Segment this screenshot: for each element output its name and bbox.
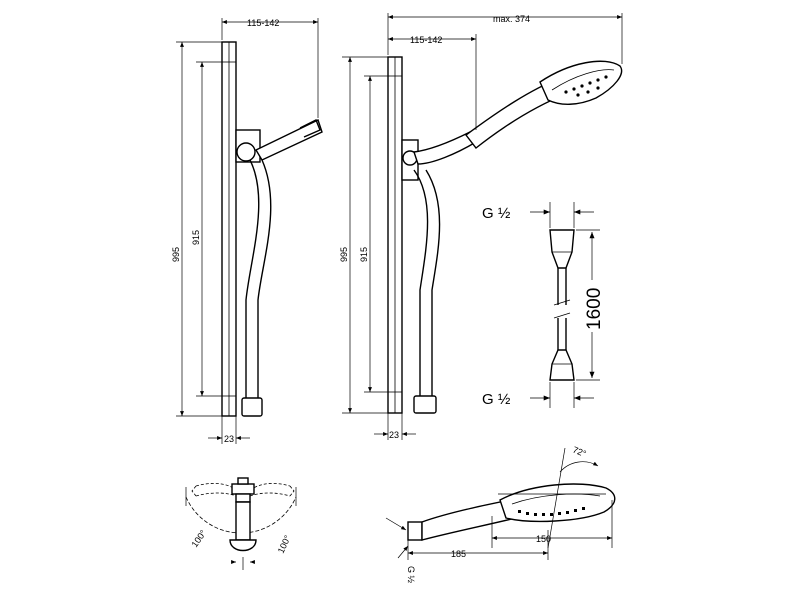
angle-right: 100° (276, 533, 293, 554)
spray-nozzles (564, 75, 608, 97)
holder-left (255, 119, 323, 161)
dim-width-right: 115-142 (410, 35, 442, 45)
hand-shower-thread: G ½ (406, 566, 416, 584)
hose-nut-bottom (549, 349, 575, 381)
handshower-head-right (539, 60, 623, 105)
dim-depth-left: 23 (224, 434, 234, 444)
dim-height-total-left: 995 (171, 247, 181, 262)
holder-top-view: 100° 100° (185, 477, 297, 570)
spray-face (518, 507, 585, 516)
shower-bar-left: 115-142 995 915 23 (171, 18, 323, 444)
dim-height-total-right: 995 (339, 247, 349, 262)
angle-72: 72° (571, 445, 588, 460)
shower-bar-right: max. 374 115-142 995 915 23 (339, 13, 623, 440)
dim-width-left: 115-142 (247, 18, 279, 28)
clamp-top-view (231, 483, 255, 495)
dim-height-rail-left: 915 (191, 230, 201, 245)
dim-depth-right: 23 (389, 430, 399, 440)
hose-nut-top (549, 229, 575, 269)
hose-length: 1600 (584, 288, 605, 330)
hose-thread-bottom: G ½ (482, 391, 511, 408)
hand-shower-detail: 72° 185 150 G ½ (385, 445, 616, 584)
angle-left: 100° (189, 528, 208, 549)
hose-detail: G ½ G ½ 1600 (482, 202, 605, 408)
hose-left (245, 159, 260, 398)
hand-shower-connector (407, 521, 423, 541)
hose-right (413, 169, 429, 396)
dim-head-width: 150 (536, 534, 551, 544)
dim-length-total: 185 (451, 549, 466, 559)
hose-thread-top: G ½ (482, 205, 511, 222)
hand-shower-head (499, 483, 616, 523)
dim-height-rail-right: 915 (359, 247, 369, 262)
dim-max-reach: max. 374 (493, 14, 530, 24)
